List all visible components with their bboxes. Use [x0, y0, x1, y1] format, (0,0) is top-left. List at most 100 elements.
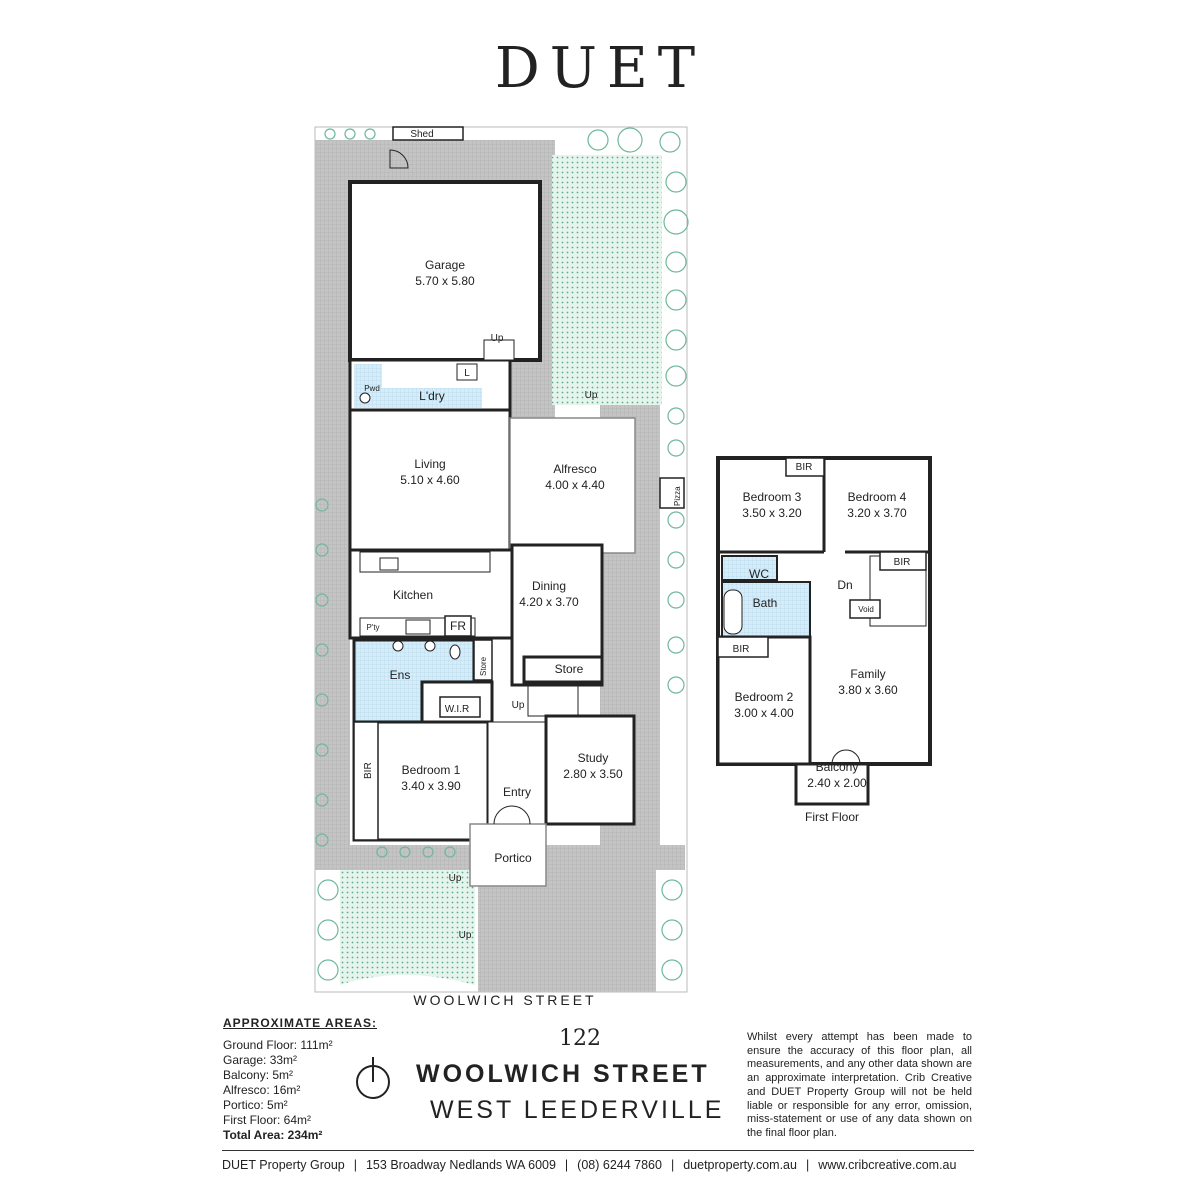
room-dims: 2.80 x 3.50	[563, 767, 623, 781]
room-name: Bedroom 4	[848, 490, 907, 504]
up-label: Up	[512, 700, 525, 711]
kitchen-label: Kitchen	[393, 588, 433, 602]
up-label: Up	[449, 873, 462, 884]
shed	[392, 126, 464, 141]
ground-floor: Shed	[314, 126, 689, 993]
garage-step	[483, 339, 515, 361]
room-name: Study	[578, 751, 609, 765]
bir-label: BIR	[733, 644, 750, 655]
address-suburb: WEST LEEDERVILLE	[430, 1096, 725, 1124]
shed-label: Shed	[410, 129, 433, 140]
area-total: Total Area: 234m²	[223, 1128, 323, 1142]
door-icon	[493, 805, 531, 825]
area-item: Alfresco: 16m²	[223, 1083, 301, 1097]
store-label-vertical: Store	[479, 656, 488, 676]
portico-label: Portico	[494, 851, 532, 865]
driveway	[478, 870, 656, 992]
room-dims: 3.50 x 3.20	[742, 506, 802, 520]
fridge-space	[444, 615, 472, 637]
bedroom-2	[716, 635, 812, 766]
void-label: Void	[858, 605, 874, 614]
footer-link-crib[interactable]: www.cribcreative.com.au	[818, 1158, 957, 1172]
l-label: L	[464, 368, 470, 379]
bathtub-icon	[723, 589, 743, 635]
laundry-label: L'dry	[419, 389, 445, 403]
sink-icon	[379, 557, 399, 571]
room-name: Dining	[532, 579, 566, 593]
room-name: Bedroom 3	[743, 490, 802, 504]
wc-room	[721, 555, 778, 581]
wir-inner	[439, 696, 481, 718]
room-dims: 3.00 x 4.00	[734, 706, 794, 720]
alfresco-area	[509, 417, 636, 554]
room-dims: 2.40 x 2.00	[807, 776, 867, 790]
room-dims: 5.70 x 5.80	[415, 274, 475, 288]
footer-divider	[222, 1150, 974, 1151]
toilet-icon	[359, 392, 371, 404]
room-dims: 3.20 x 3.70	[847, 506, 907, 520]
room-name: Alfresco	[553, 462, 597, 476]
store-room	[522, 655, 604, 684]
footer: DUET Property Group|153 Broadway Nedland…	[222, 1158, 957, 1172]
up-label: Up	[459, 930, 472, 941]
room-dims: 4.00 x 4.40	[545, 478, 605, 492]
up-label: Up	[491, 333, 504, 344]
basin-icon	[392, 640, 404, 652]
room-dims: 4.20 x 3.70	[519, 595, 579, 609]
brand-logo: DUET	[494, 36, 706, 101]
room-name: Family	[850, 667, 885, 681]
door-icon	[831, 749, 861, 765]
area-item: Ground Floor: 111m²	[223, 1038, 333, 1052]
footer-phone: (08) 6244 7860	[577, 1158, 662, 1172]
address-number: 122	[559, 1026, 601, 1051]
first-floor: Bedroom 3 3.50 x 3.20 Bedroom 4 3.20 x 3…	[716, 456, 932, 824]
footer-company: DUET Property Group	[222, 1158, 345, 1172]
lawn-front	[340, 870, 475, 985]
pizza-label: Pizza	[673, 486, 682, 506]
street-label: WOOLWICH STREET	[413, 992, 597, 1008]
bedroom-2-robe	[717, 636, 769, 658]
balcony-area	[794, 762, 870, 806]
entry-hall	[487, 721, 547, 841]
address-street: WOOLWICH STREET	[416, 1060, 710, 1088]
bir-label: BIR	[363, 762, 374, 779]
area-item: Portico: 5m²	[223, 1098, 288, 1112]
bath-label: Bath	[753, 596, 778, 610]
basin-icon	[424, 640, 436, 652]
door-icon	[389, 149, 409, 169]
cooktop-icon	[405, 619, 431, 635]
down-label: Dn	[837, 578, 852, 592]
room-dims: 3.40 x 3.90	[401, 779, 461, 793]
entry-label: Entry	[503, 785, 531, 799]
up-label: Up	[585, 390, 598, 401]
bedroom-4-robe	[879, 551, 927, 571]
room-name: Living	[414, 457, 445, 471]
compass-icon	[356, 1057, 390, 1099]
study-room	[544, 714, 636, 826]
stair-icon	[527, 685, 579, 717]
lawn-rear	[552, 155, 662, 405]
area-item: Garage: 33m²	[223, 1053, 298, 1067]
wir-label: W.I.R	[445, 704, 469, 715]
bedroom-3-robe	[785, 457, 825, 477]
portico-area	[469, 823, 547, 887]
void-area	[849, 599, 881, 619]
ensuite-label: Ens	[390, 668, 411, 682]
footer-address: 153 Broadway Nedlands WA 6009	[365, 1158, 556, 1172]
room-dims: 3.80 x 3.60	[838, 683, 898, 697]
paving-west	[315, 425, 350, 845]
room-name: Bedroom 2	[735, 690, 794, 704]
areas-heading: APPROXIMATE AREAS:	[223, 1016, 378, 1030]
room-dims: 5.10 x 4.60	[400, 473, 460, 487]
disclaimer: Whilst every attempt has been made to en…	[747, 1031, 972, 1139]
toilet-icon	[449, 644, 461, 660]
footer-link-duet[interactable]: duetproperty.com.au	[683, 1158, 797, 1172]
laundry-room	[382, 388, 482, 408]
bir-label: BIR	[796, 462, 813, 473]
tree-icon	[315, 127, 689, 981]
fridge-label: FR	[450, 619, 466, 633]
approximate-areas: APPROXIMATE AREAS: Ground Floor: 111m² G…	[223, 1016, 377, 1143]
bedroom-1-robe	[353, 721, 379, 841]
laundry-tub	[456, 363, 478, 381]
